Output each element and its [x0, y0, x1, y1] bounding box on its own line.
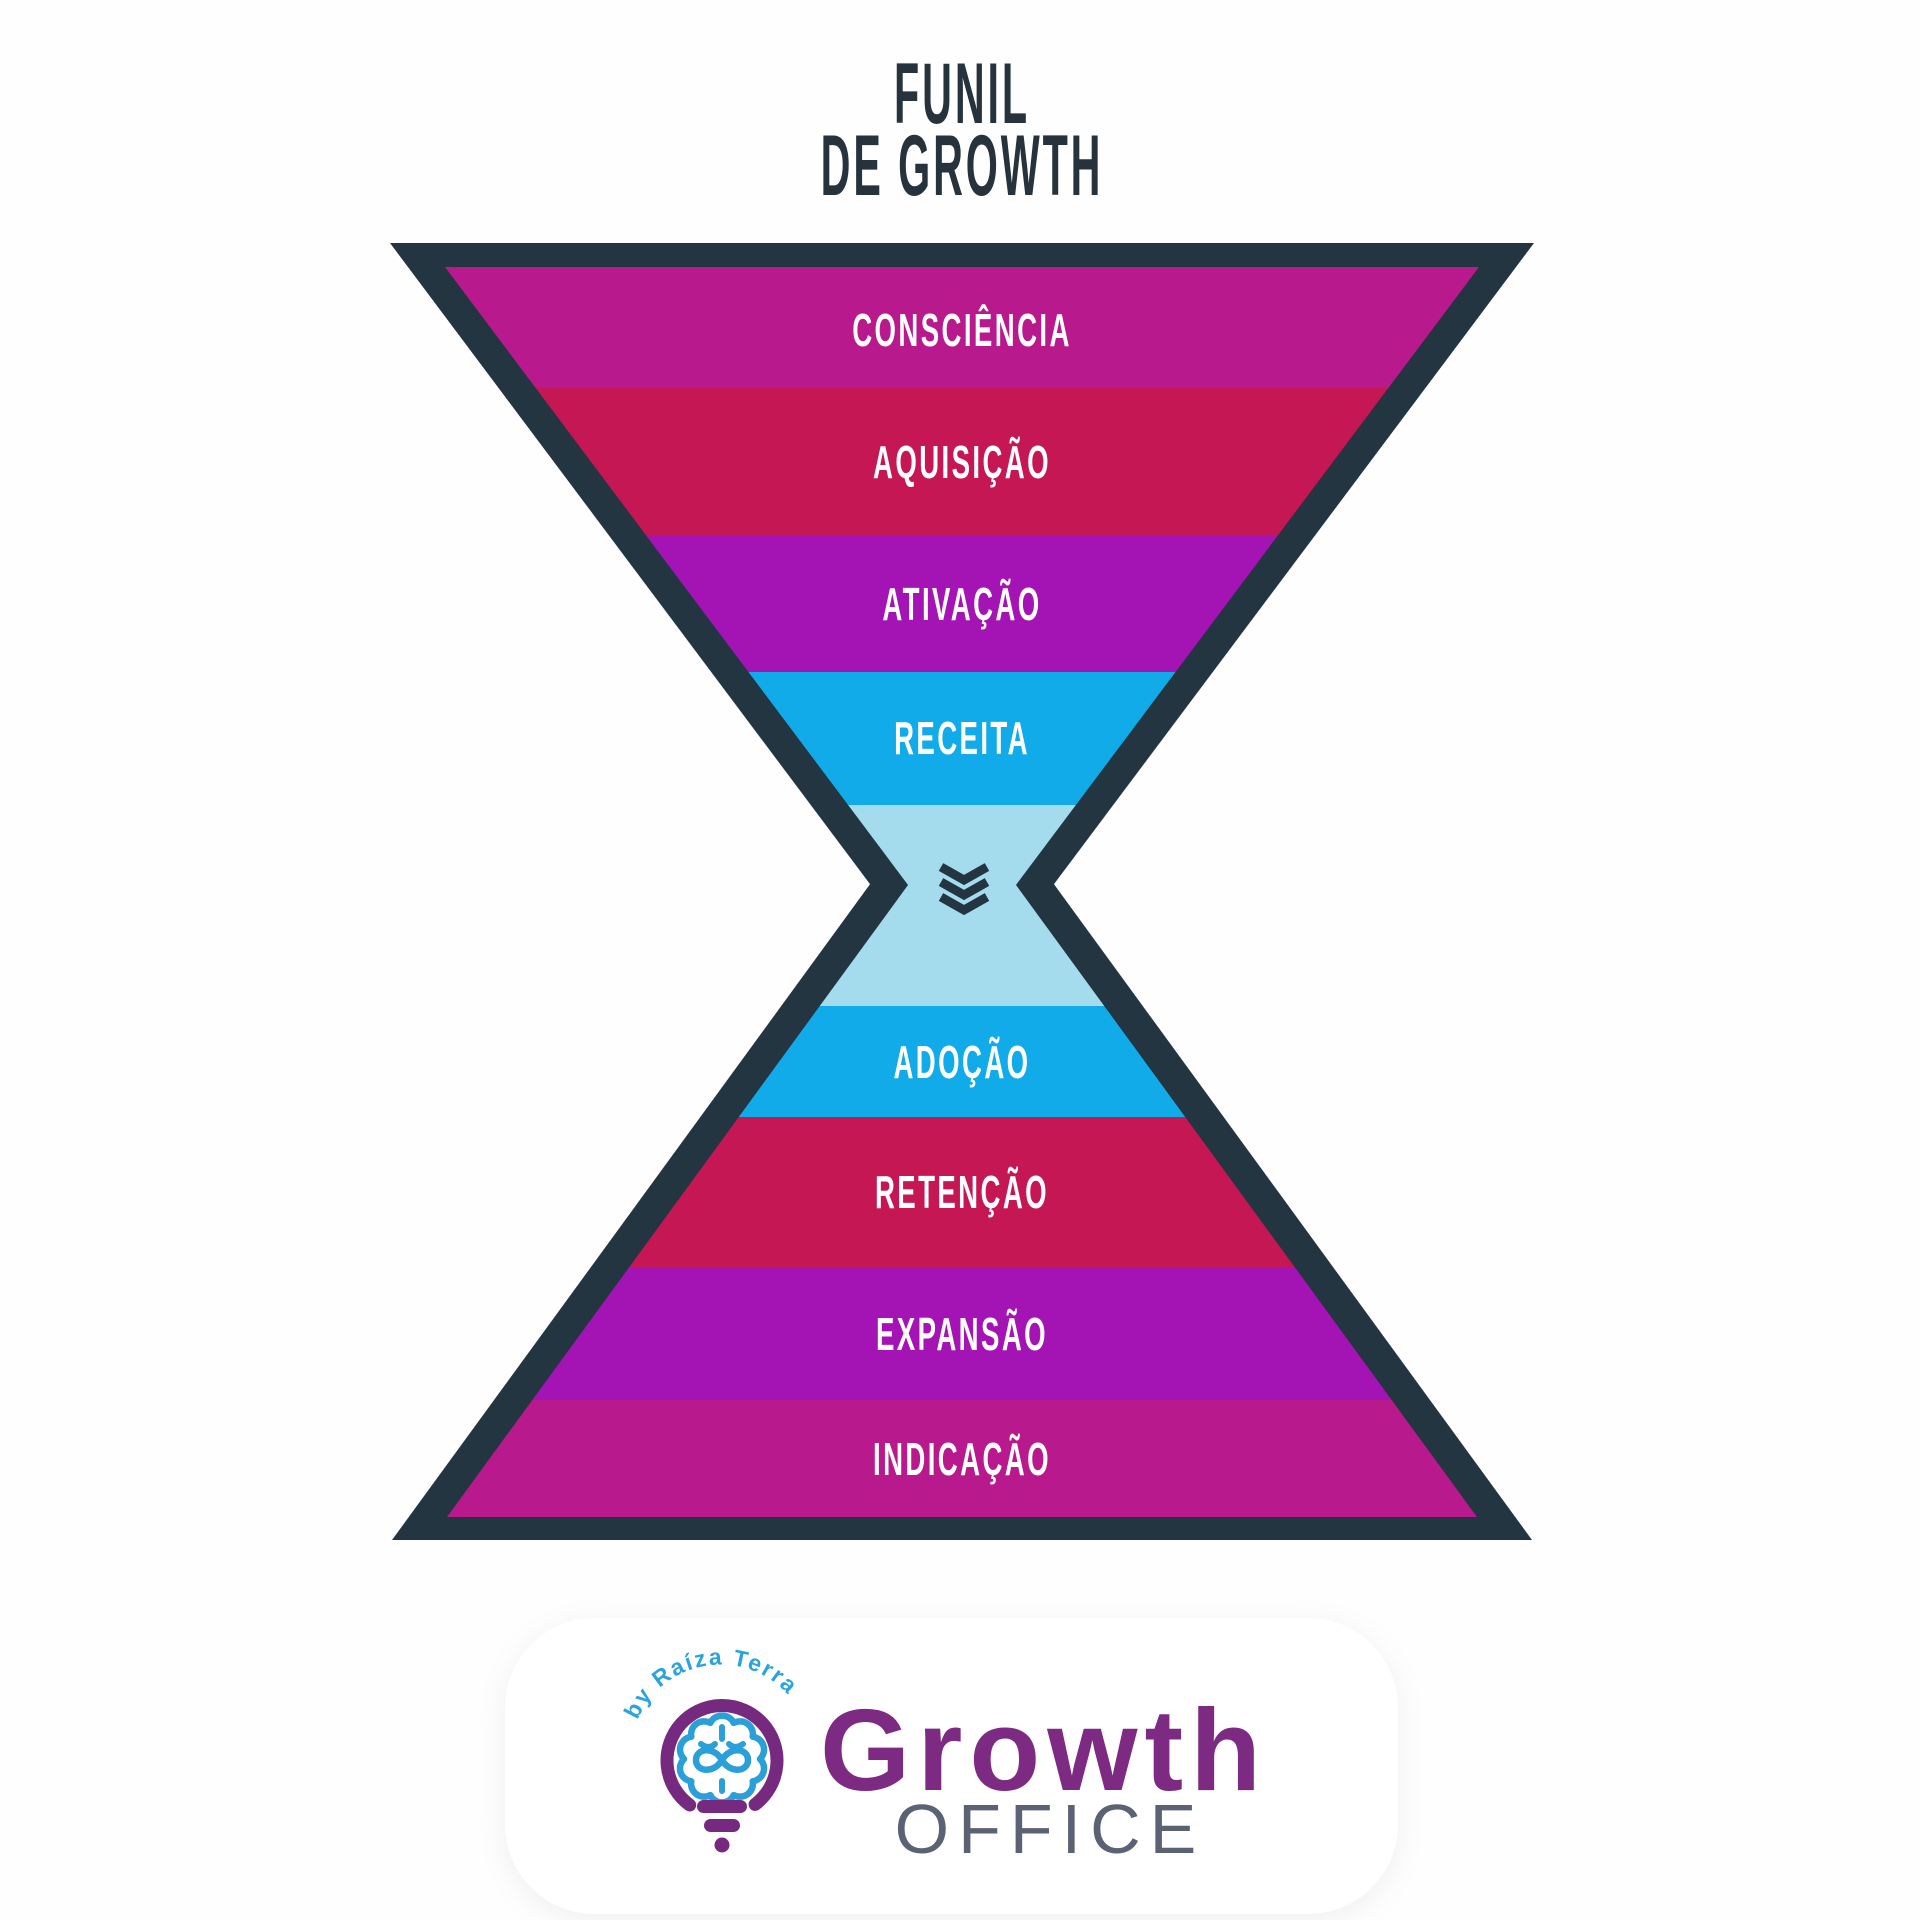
stage-label-indicacao: INDICAÇÃO: [873, 1433, 1051, 1486]
logo-block: by Raíza Terra Growth OFFICE: [505, 1618, 1398, 1914]
logo-brand-growth: Growth: [820, 1685, 1268, 1815]
title-line-2: DE GROWTH: [821, 119, 1104, 215]
logo-card: [505, 1618, 1398, 1914]
bulb-base-bar-2: [704, 1819, 740, 1832]
stage-label-aquisicao: AQUISIÇÃO: [873, 436, 1051, 489]
stage-label-ativacao: ATIVAÇÃO: [882, 578, 1041, 631]
chevron-stroke-2: [938, 878, 990, 901]
stage-band-expansao: [445, 1267, 1479, 1400]
brain-outline: [676, 1712, 768, 1806]
stage-band-consciencia: [445, 267, 1479, 388]
bulb-base-dot: [714, 1837, 730, 1853]
stage-band-indicacao: [445, 1400, 1479, 1517]
triple-chevron-down-icon: [938, 863, 990, 916]
bulb-base-bar-1: [697, 1800, 747, 1813]
title-line-1: FUNIL: [894, 47, 1030, 143]
brain-infinity-squiggle: [692, 1747, 752, 1773]
stage-label-receita: RECEITA: [894, 714, 1030, 765]
stage-label-retencao: RETENÇÃO: [875, 1166, 1049, 1219]
funnel-stage-labels: CONSCIÊNCIA AQUISIÇÃO ATIVAÇÃO RECEITA A…: [852, 304, 1072, 1486]
stage-label-expansao: EXPANSÃO: [876, 1308, 1048, 1361]
stage-label-consciencia: CONSCIÊNCIA: [852, 304, 1072, 357]
bulb-outline: [660, 1699, 784, 1812]
brain-fissure-details: [698, 1724, 746, 1794]
logo-brand-office: OFFICE: [895, 1790, 1206, 1868]
chevron-stroke-3: [938, 893, 990, 916]
page-title: FUNIL DE GROWTH: [821, 47, 1104, 215]
stage-label-adocao: ADOÇÃO: [893, 1036, 1030, 1089]
chevron-stroke-1: [938, 863, 990, 886]
lightbulb-brain-icon: [660, 1699, 784, 1853]
